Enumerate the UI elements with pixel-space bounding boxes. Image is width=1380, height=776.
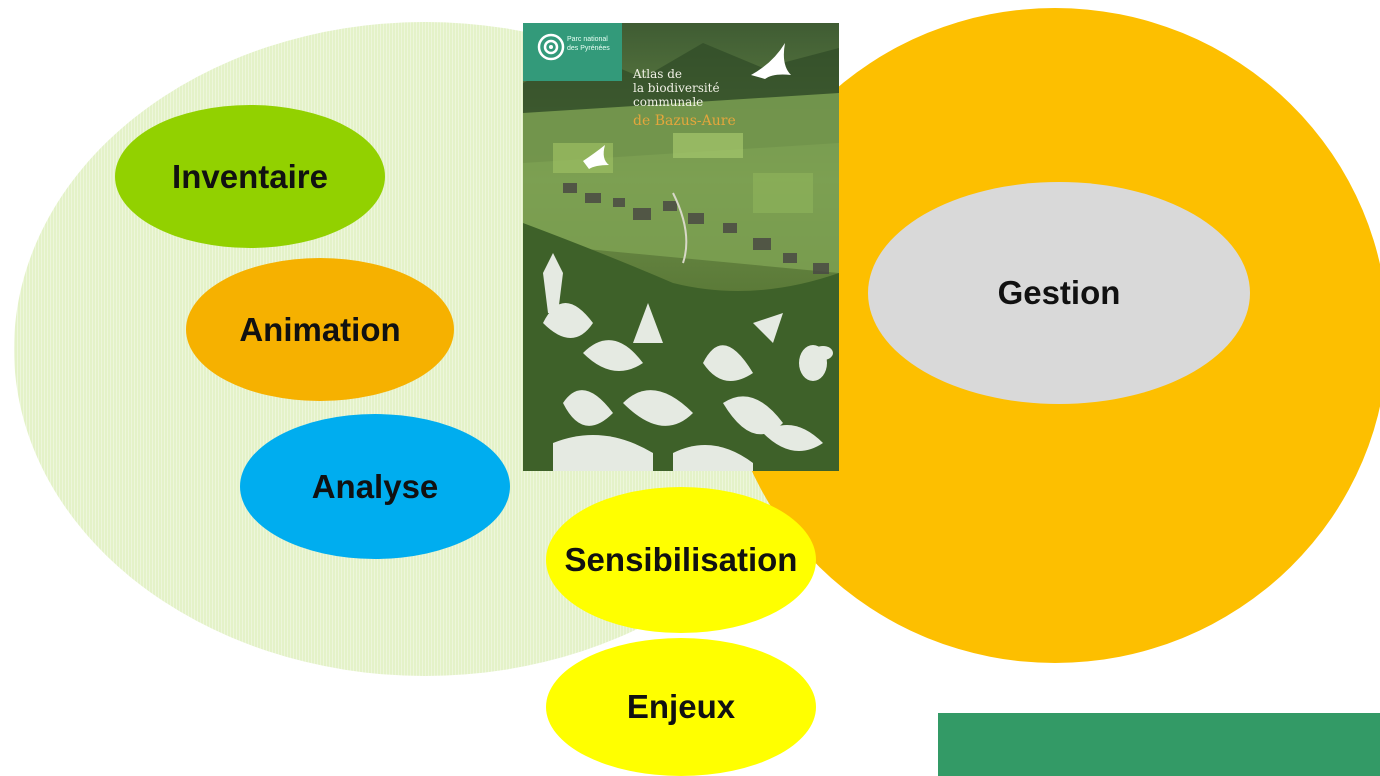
cover-title-line-1: Atlas de [633,67,683,81]
atlas-cover-image: Parc national des Pyrénées Atlas de la b… [523,23,839,471]
analyse-oval: Analyse [240,414,510,559]
park-logo-text: Parc national des Pyrénées [567,35,619,53]
inventaire-label: Inventaire [172,157,328,195]
green-footer-block [938,713,1380,776]
sensibilisation-oval: Sensibilisation [546,487,816,633]
cover-title: Atlas de la biodiversité communale [633,67,720,109]
enjeux-oval: Enjeux [546,638,816,776]
cover-title-line-3: communale [633,95,704,109]
gestion-oval: Gestion [868,182,1250,404]
park-logo-box: Parc national des Pyrénées [523,23,622,81]
cover-place-name: de Bazus-Aure [633,113,736,129]
sensibilisation-label: Sensibilisation [564,541,798,578]
animation-oval: Animation [186,258,454,401]
logo-line-1: Parc national [567,36,608,43]
inventaire-oval: Inventaire [115,105,385,248]
logo-line-2: des Pyrénées [567,45,610,52]
enjeux-label: Enjeux [626,688,736,725]
cover-title-line-2: la biodiversité [633,81,720,95]
animation-label: Animation [239,310,401,348]
spiral-logo-icon [537,33,565,61]
gestion-label: Gestion [997,274,1121,311]
analyse-label: Analyse [311,467,439,505]
